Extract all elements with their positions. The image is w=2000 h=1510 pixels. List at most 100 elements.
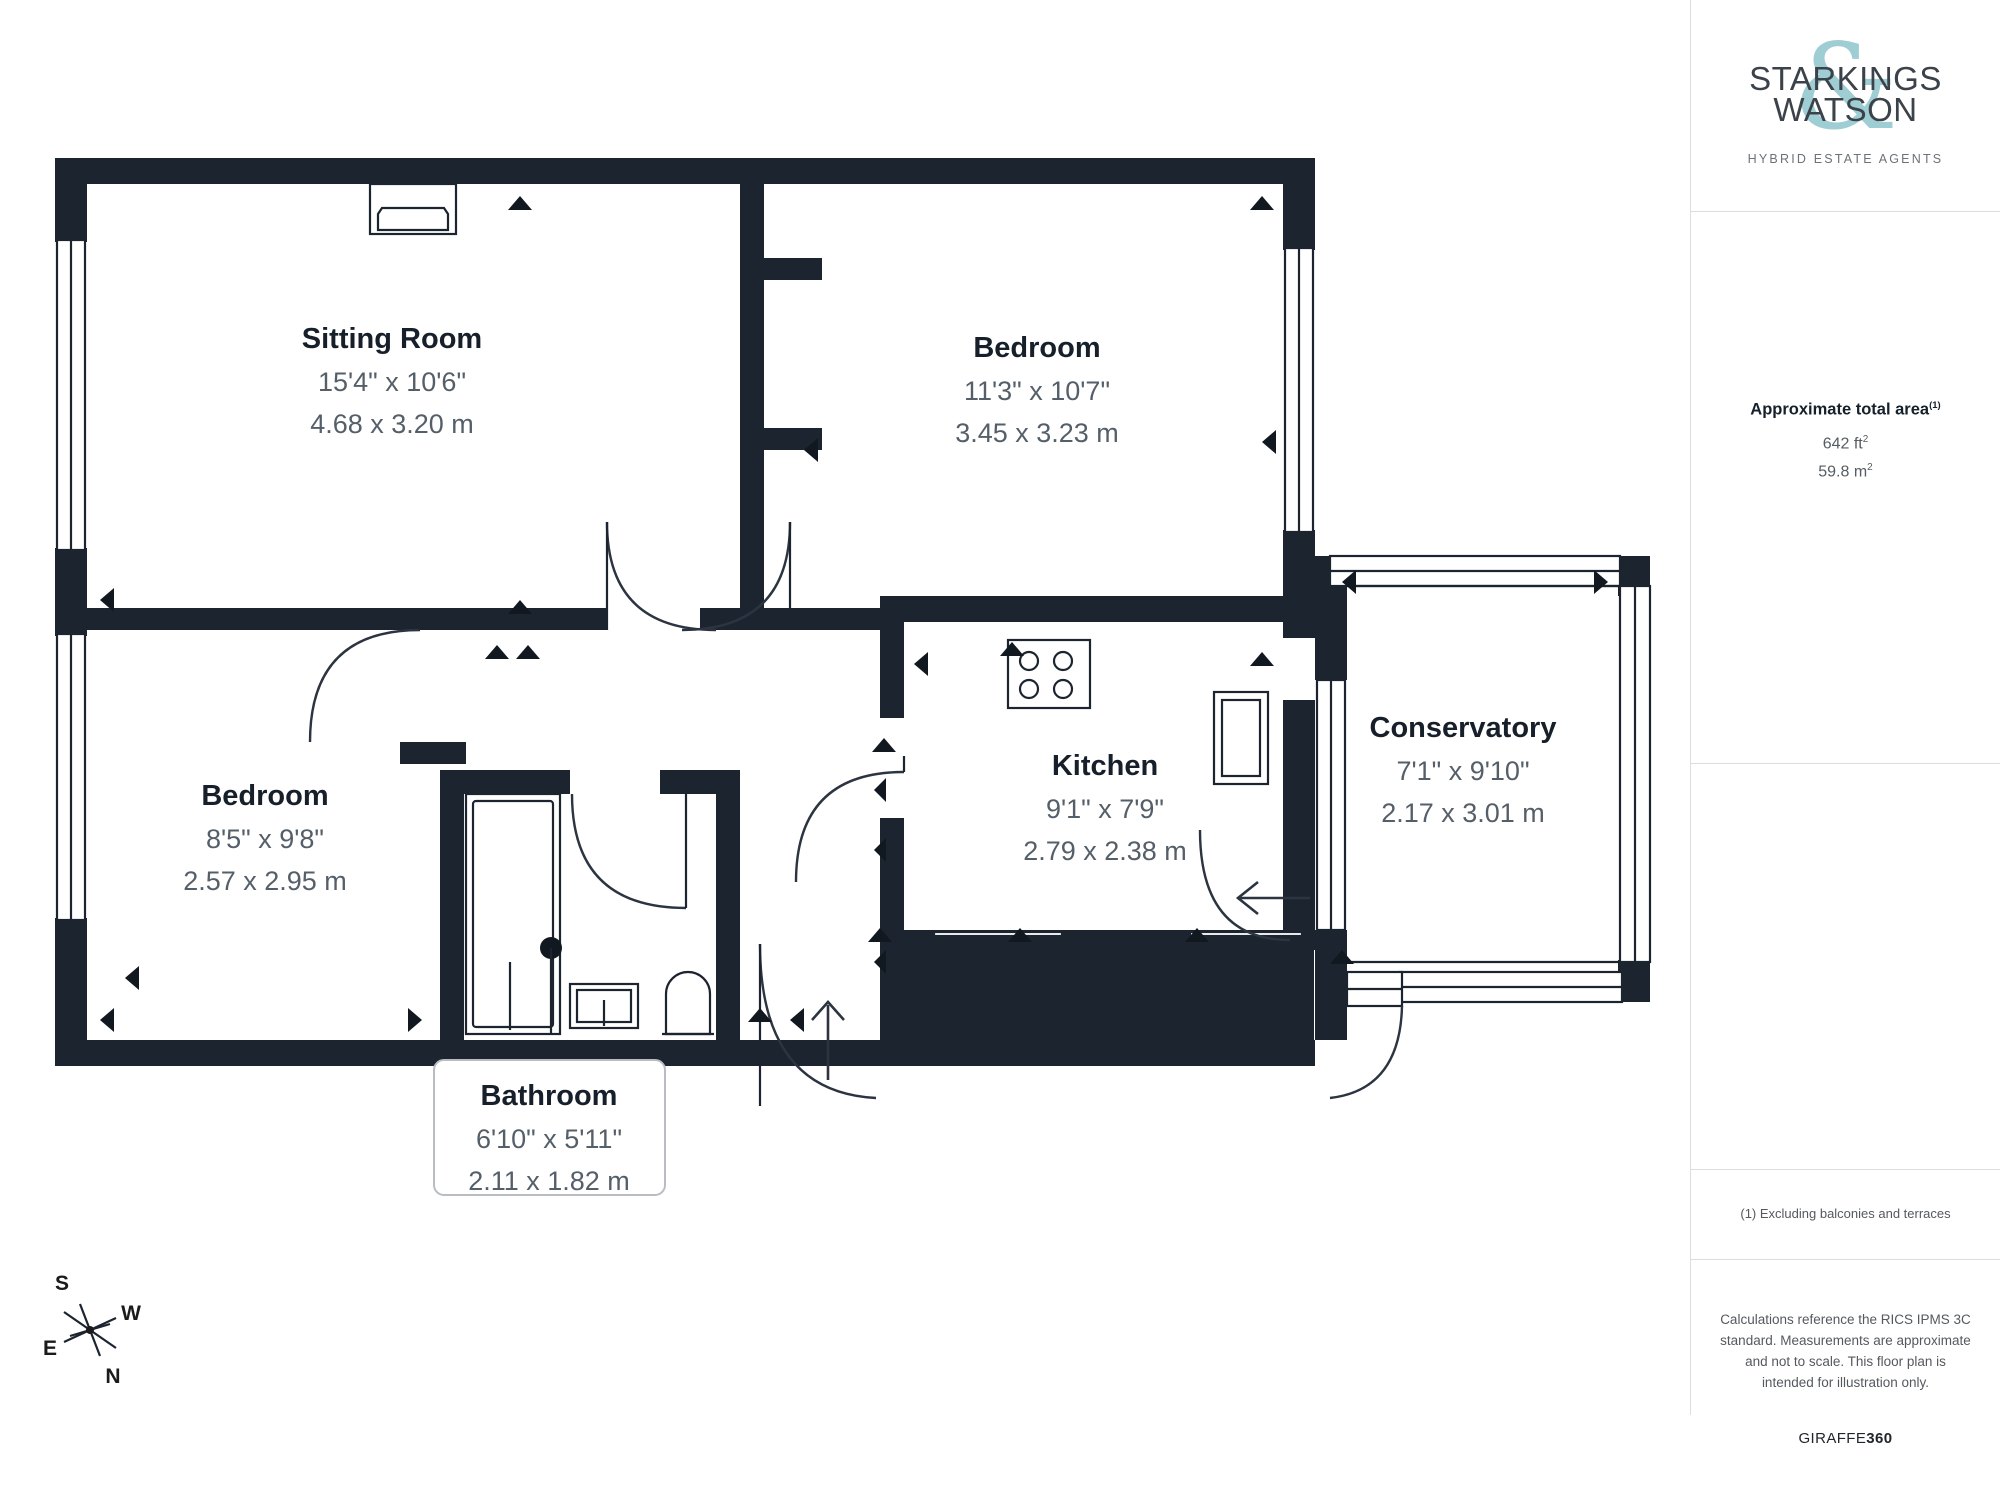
dim-marker	[1594, 570, 1608, 594]
logo-word-starkings: STARKINGS	[1749, 60, 1942, 97]
dim-marker	[874, 838, 886, 862]
hob-icon	[1006, 638, 1092, 710]
total-area-block: Approximate total area(1) 642 ft2 59.8 m…	[1691, 400, 2000, 481]
bathroom-label-box: Bathroom 6'10" x 5'11" 2.11 x 1.82 m	[433, 1059, 666, 1196]
door-swing-conservatory	[1198, 829, 1291, 942]
room-dim-imperial-kitchen: 9'1" x 7'9"	[1046, 794, 1164, 824]
dim-marker	[748, 1008, 772, 1022]
floor-plan-drawing: .wall { fill: #1c2430; } .thin { fill: n…	[43, 158, 1652, 1388]
total-area-sqft: 642 ft2	[1691, 434, 2000, 453]
compass-label-west: W	[121, 1302, 141, 1325]
dim-marker	[790, 1008, 804, 1032]
wall-bedroom-kitchen	[880, 596, 1315, 622]
total-area-panel: Approximate total area(1) 642 ft2 59.8 m…	[1691, 212, 2000, 764]
giraffe360-brand: GIRAFFE360	[1691, 1430, 2000, 1447]
footnote-text: (1) Excluding balconies and terraces	[1740, 1206, 1951, 1222]
room-dim-imperial-bathroom: 6'10" x 5'11"	[476, 1124, 622, 1154]
wall-central-vertical	[740, 184, 764, 630]
room-label-kitchen: Kitchen	[1052, 750, 1158, 782]
dim-marker	[868, 928, 892, 942]
bathroom-door-swing	[570, 793, 687, 910]
total-area-sqft-exp: 2	[1862, 433, 1869, 445]
dim-marker	[100, 1008, 114, 1032]
bathroom-label-frame	[433, 1059, 666, 1196]
logo-word-watson: WATSON	[1773, 91, 1918, 128]
dim-marker	[1262, 430, 1276, 454]
footnote-panel: (1) Excluding balconies and terraces	[1691, 1170, 2000, 1260]
dimension-markers	[100, 196, 1608, 1032]
compass-star-icon	[63, 1303, 117, 1357]
total-area-title-text: Approximate total area	[1750, 400, 1930, 419]
total-area-sqft-value: 642 ft	[1822, 434, 1863, 452]
sidebar-spacer-panel	[1691, 764, 2000, 1170]
dim-marker	[874, 950, 886, 974]
compass-rose: S W E N	[43, 1272, 141, 1388]
wall-bathroom-left	[440, 770, 464, 1040]
total-area-sqm: 59.8 m2	[1691, 462, 2000, 481]
door-swing-sitting	[605, 521, 717, 632]
dim-marker	[408, 1008, 422, 1032]
dim-marker	[1330, 950, 1354, 964]
dim-marker	[508, 600, 532, 614]
dim-marker	[516, 645, 540, 659]
floor-plan-canvas[interactable]: .wall { fill: #1c2430; } .thin { fill: n…	[0, 0, 1690, 1415]
total-area-sqm-value: 59.8 m	[1818, 463, 1868, 481]
walls-group	[55, 158, 1650, 1066]
window-kitchen-bot-1	[932, 930, 1064, 938]
kitchen-fixtures	[934, 638, 1302, 946]
total-area-footnote-marker: (1)	[1929, 400, 1941, 411]
dim-marker	[485, 645, 509, 659]
room-label-bedroom-main: Bedroom	[973, 332, 1100, 364]
disclaimer-panel: Calculations reference the RICS IPMS 3C …	[1691, 1260, 2000, 1510]
dim-marker	[1185, 928, 1209, 942]
bathroom-fixtures	[464, 792, 714, 1036]
wall-bathroom-top-left	[440, 770, 570, 794]
wall-cons-left-post-lower	[1315, 930, 1347, 1040]
radiator-icon	[376, 206, 450, 232]
info-sidebar: & STARKINGS WATSON HYBRID ESTATE AGENTS …	[1690, 0, 2000, 1447]
room-label-conservatory: Conservatory	[1370, 712, 1557, 744]
logo-graphic: & STARKINGS WATSON	[1691, 28, 2000, 158]
room-dim-metric-bedroom-second: 2.57 x 2.95 m	[183, 866, 347, 896]
bath-icon	[464, 792, 562, 1036]
room-dim-metric-bathroom: 2.11 x 1.82 m	[468, 1166, 630, 1196]
wall-bedroom2-jog	[400, 742, 466, 764]
wall-right-upper	[1283, 158, 1315, 250]
dim-marker	[872, 738, 896, 752]
dim-marker	[1342, 570, 1356, 594]
dim-marker	[1008, 928, 1032, 942]
wall-left-upper	[55, 158, 87, 242]
brand-360: 360	[1866, 1429, 1893, 1447]
compass-label-south: S	[55, 1272, 69, 1295]
room-labels-group: Sitting Room 15'4" x 10'6" 4.68 x 3.20 m…	[183, 323, 1556, 896]
dim-marker	[1250, 196, 1274, 210]
room-dim-imperial-conservatory: 7'1" x 9'10"	[1396, 756, 1529, 786]
door-swing-bedroom2	[308, 628, 421, 743]
brand-logo-panel: & STARKINGS WATSON HYBRID ESTATE AGENTS	[1691, 0, 2000, 212]
room-dim-imperial-bedroom-main: 11'3" x 10'7"	[964, 376, 1110, 406]
wall-hall-right-upper	[880, 608, 904, 718]
wall-sitting-divider	[87, 608, 607, 630]
brand-giraffe: GIRAFFE	[1798, 1429, 1867, 1447]
wall-top	[55, 158, 1315, 184]
wall-jog-upper	[764, 258, 822, 280]
cons-door-swing	[1329, 1005, 1404, 1100]
dim-marker	[1000, 642, 1024, 656]
room-label-bedroom-second: Bedroom	[201, 780, 328, 812]
window-kitchen-bot-2	[1188, 930, 1304, 938]
wall-kitchen-right	[1283, 700, 1315, 950]
door-swing-bedroom	[681, 521, 792, 632]
wall-bathroom-right	[716, 770, 740, 1040]
dim-marker	[804, 438, 818, 462]
room-dim-metric-bedroom-main: 3.45 x 3.23 m	[955, 418, 1119, 448]
dim-marker	[125, 966, 139, 990]
conservatory-arrow-icon	[1235, 880, 1310, 916]
room-dim-imperial-sitting-room: 15'4" x 10'6"	[318, 367, 466, 397]
room-label-bathroom: Bathroom	[481, 1080, 618, 1112]
wall-kitchen-bottom	[904, 930, 1314, 1066]
logo-tagline: HYBRID ESTATE AGENTS	[1747, 152, 1944, 166]
compass-label-north: N	[105, 1365, 120, 1388]
conservatory-glazing	[1315, 554, 1652, 1100]
room-label-sitting-room: Sitting Room	[302, 323, 482, 355]
room-dim-metric-sitting-room: 4.68 x 3.20 m	[310, 409, 474, 439]
